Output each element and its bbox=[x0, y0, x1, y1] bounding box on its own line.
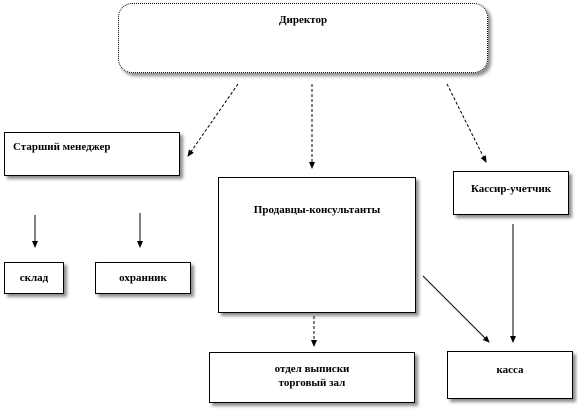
node-director-label: Директор bbox=[278, 14, 328, 26]
arrow-sales-to-cash-desk bbox=[422, 275, 490, 343]
node-cashier-accountant-label: Кассир-учетчик bbox=[470, 183, 552, 195]
node-senior-manager-label: Старший менеджер bbox=[13, 141, 111, 153]
node-dispatch-department-line2: торговый зал bbox=[278, 377, 346, 389]
node-director: Директор bbox=[118, 3, 488, 73]
node-warehouse: склад bbox=[4, 262, 64, 294]
node-sales-consultants: Продавцы-консультанты bbox=[218, 177, 416, 313]
node-warehouse-label: склад bbox=[19, 272, 49, 284]
arrow-director-to-cashier bbox=[446, 83, 487, 163]
arrow-director-to-senior-manager bbox=[187, 83, 239, 157]
node-senior-manager: Старший менеджер bbox=[4, 132, 180, 176]
node-guard: охранник bbox=[95, 262, 191, 294]
node-cash-desk-label: касса bbox=[496, 364, 524, 376]
node-guard-label: охранник bbox=[119, 272, 167, 284]
node-cash-desk: касса bbox=[447, 351, 573, 399]
node-dispatch-department-line1: отдел выписки bbox=[274, 363, 350, 375]
node-sales-consultants-label: Продавцы-консультанты bbox=[253, 204, 381, 216]
node-cashier-accountant: Кассир-учетчик bbox=[453, 171, 569, 215]
node-dispatch-department: отдел выписки торговый зал bbox=[209, 352, 415, 403]
